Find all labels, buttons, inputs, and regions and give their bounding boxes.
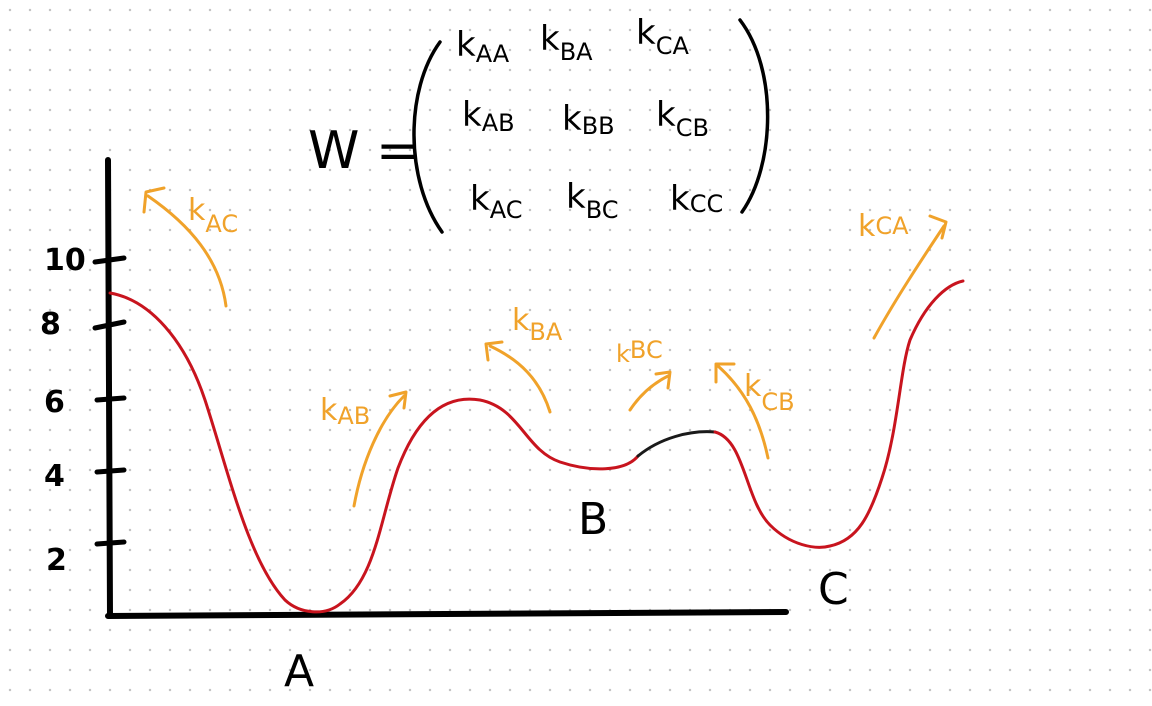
arrowhead-k-ca [928,214,948,240]
rate-label-k-cb: kCB [744,369,795,416]
arrow-k-ba [488,344,552,414]
energy-curve-red [108,291,640,614]
left-parenthesis [412,40,444,234]
y-tick-label-8: 8 [40,307,61,342]
energy-curve-barrier-bc [636,430,717,458]
y-tick-8 [92,319,127,331]
matrix-lhs: W = [308,121,420,181]
rate-label-k-ba: kBA [512,303,563,346]
arrowhead-k-ba [484,340,504,362]
rate-label-k-bc: kBC [616,336,663,368]
y-tick-label-4: 4 [44,459,65,494]
arrowhead-k-cb [714,362,736,384]
x-axis [105,609,789,619]
arrow-k-cb [716,364,770,460]
matrix-entry-k-aa: kAA [456,25,510,68]
energy-curve [108,279,965,614]
matrix-entry-k-ba: kBA [540,19,593,66]
arrow-k-bc [628,374,670,412]
transition-matrix: W = kAA kBA kCA kAB kBB kCB kAC kBC kCC [308,13,770,234]
y-tick-label-2: 2 [46,543,67,578]
matrix-entry-k-bc: kBC [566,177,619,224]
y-tick-label-10: 10 [44,243,86,278]
arrowhead-k-ab [388,390,408,410]
matrix-entry-k-ac: kAC [470,179,522,224]
y-tick-label-6: 6 [44,385,65,420]
rate-label-k-ac: kAC [188,193,238,238]
arrow-k-ac [146,194,228,308]
y-tick-2 [94,539,127,547]
y-tick-6 [94,395,127,403]
y-tick-10 [92,255,127,265]
energy-curve-red-right [713,279,965,549]
matrix-entry-k-ca: kCA [636,13,689,60]
minimum-label-b: B [578,494,608,545]
minimum-label-c: C [818,564,849,615]
rate-label-k-ca: kCA [858,209,909,244]
arrow-k-ca [872,224,946,340]
matrix-entry-k-ab: kAB [462,95,515,137]
right-parenthesis [738,18,770,214]
rate-label-k-ab: kAB [320,393,370,430]
minimum-label-a: A [284,646,314,697]
y-axis [105,157,113,619]
y-tick-4 [94,467,127,475]
arrowhead-k-bc [654,370,672,390]
matrix-entry-k-cb: kCB [656,95,709,142]
rate-arrows: kAC kAB kBA kBC kCB kCA [142,186,948,508]
matrix-entry-k-cc: kCC [670,179,723,219]
arrowhead-k-ac [142,186,166,214]
arrow-k-ab [352,394,406,508]
matrix-entry-k-bb: kBB [562,99,615,140]
axes: 10 8 6 4 2 [40,157,789,619]
